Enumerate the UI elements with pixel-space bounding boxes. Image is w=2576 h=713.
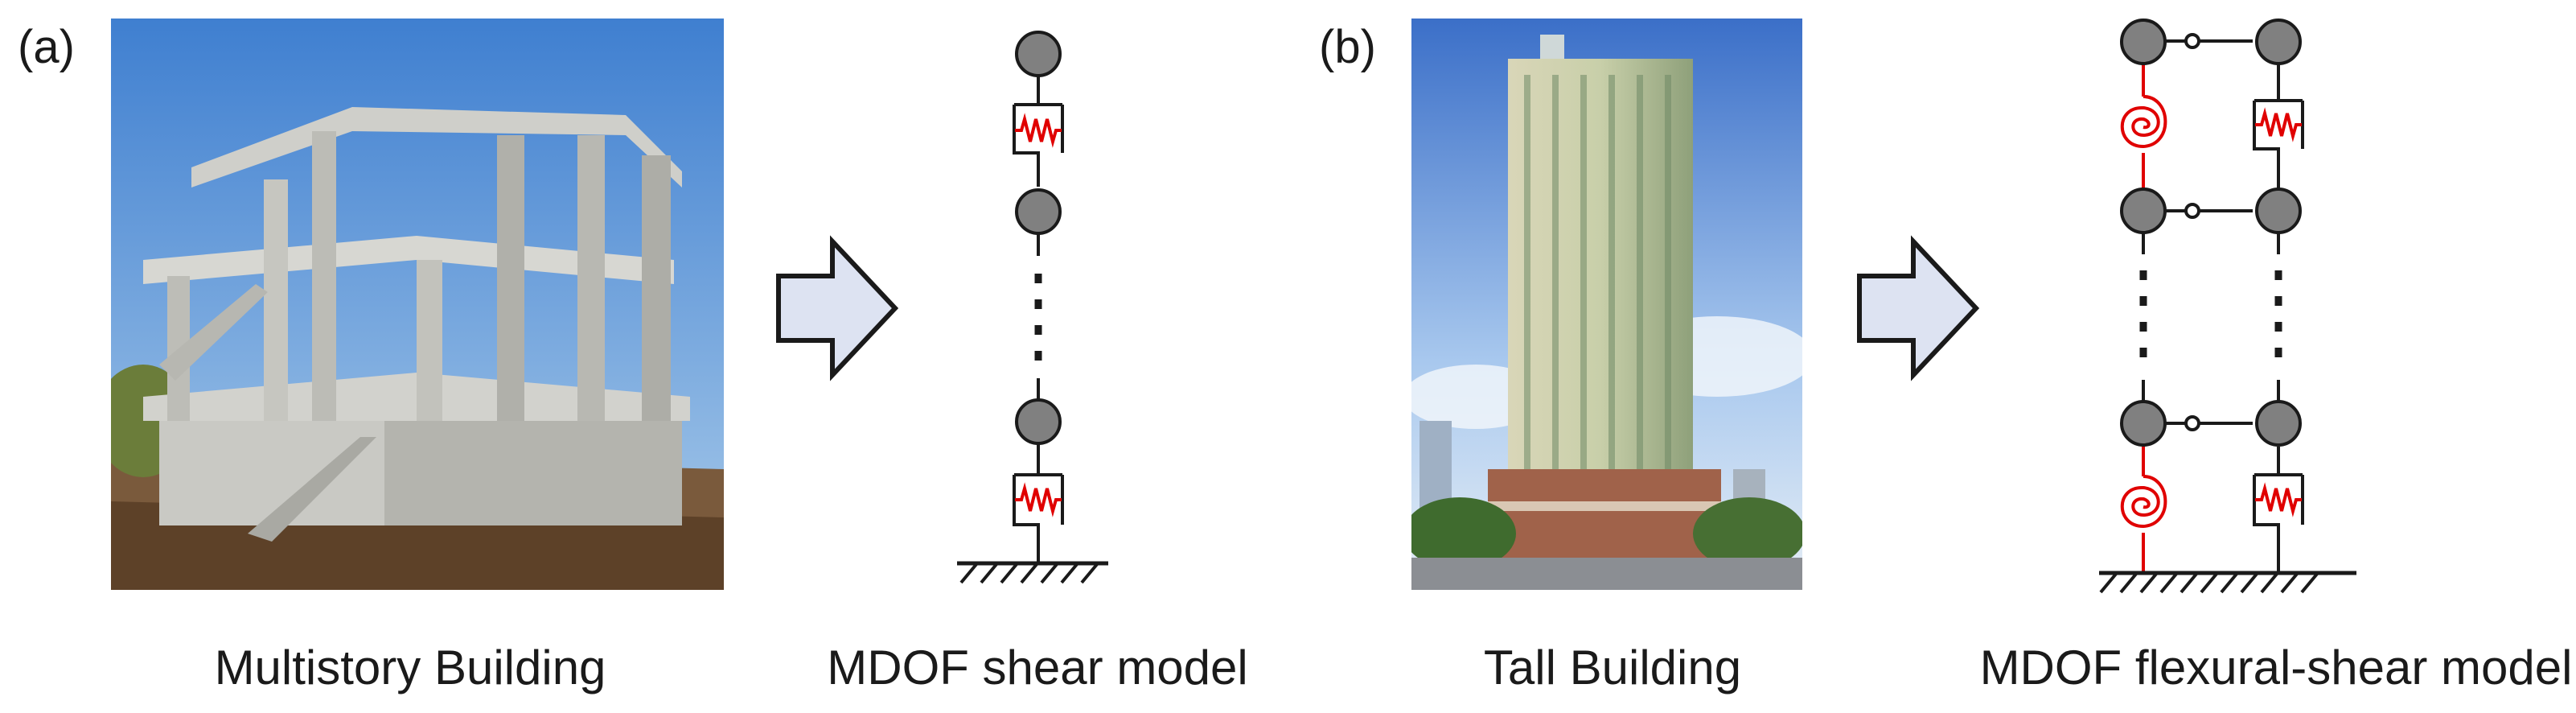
caption-multistory-building: Multistory Building (214, 641, 606, 694)
lumped-mass-icon (2120, 19, 2167, 65)
panel-b-label: (b) (1319, 21, 1376, 73)
panel-a-label: (a) (18, 21, 75, 73)
rotational-spring-icon (2120, 95, 2167, 149)
mdof-shear-model (957, 74, 1108, 584)
multistory-building-photo (111, 19, 724, 590)
shear-spring-icon (1015, 113, 1062, 148)
tall-building-photo (1411, 19, 1802, 590)
caption-mdof-shear-model: MDOF shear model (827, 641, 1248, 694)
ground-hatch (959, 562, 1099, 584)
ground-hatch (2099, 571, 2319, 594)
right-arrow-icon (776, 235, 899, 381)
lumped-mass-icon (2120, 400, 2167, 447)
shear-spring-icon (2255, 482, 2302, 517)
caption-tall-building: Tall Building (1483, 641, 1742, 694)
mdof-flexural-shear-model (2099, 33, 2356, 594)
lumped-mass-icon (1015, 31, 1062, 77)
shear-spring-icon (2255, 107, 2302, 142)
shear-spring-icon (1015, 482, 1062, 517)
caption-mdof-flexural-shear-model: MDOF flexural-shear model (1979, 641, 2573, 694)
lumped-mass-icon (2255, 19, 2302, 65)
rotational-spring-icon (2120, 475, 2167, 529)
lumped-mass-icon (2255, 188, 2302, 234)
lumped-mass-icon (1015, 398, 1062, 445)
mdof-shear-masses (1015, 31, 1062, 445)
right-arrow-icon (1857, 235, 1980, 381)
mdof-flexural-shear-masses (2120, 19, 2302, 447)
lumped-mass-icon (2255, 400, 2302, 447)
lumped-mass-icon (1015, 188, 1062, 235)
lumped-mass-icon (2120, 188, 2167, 234)
